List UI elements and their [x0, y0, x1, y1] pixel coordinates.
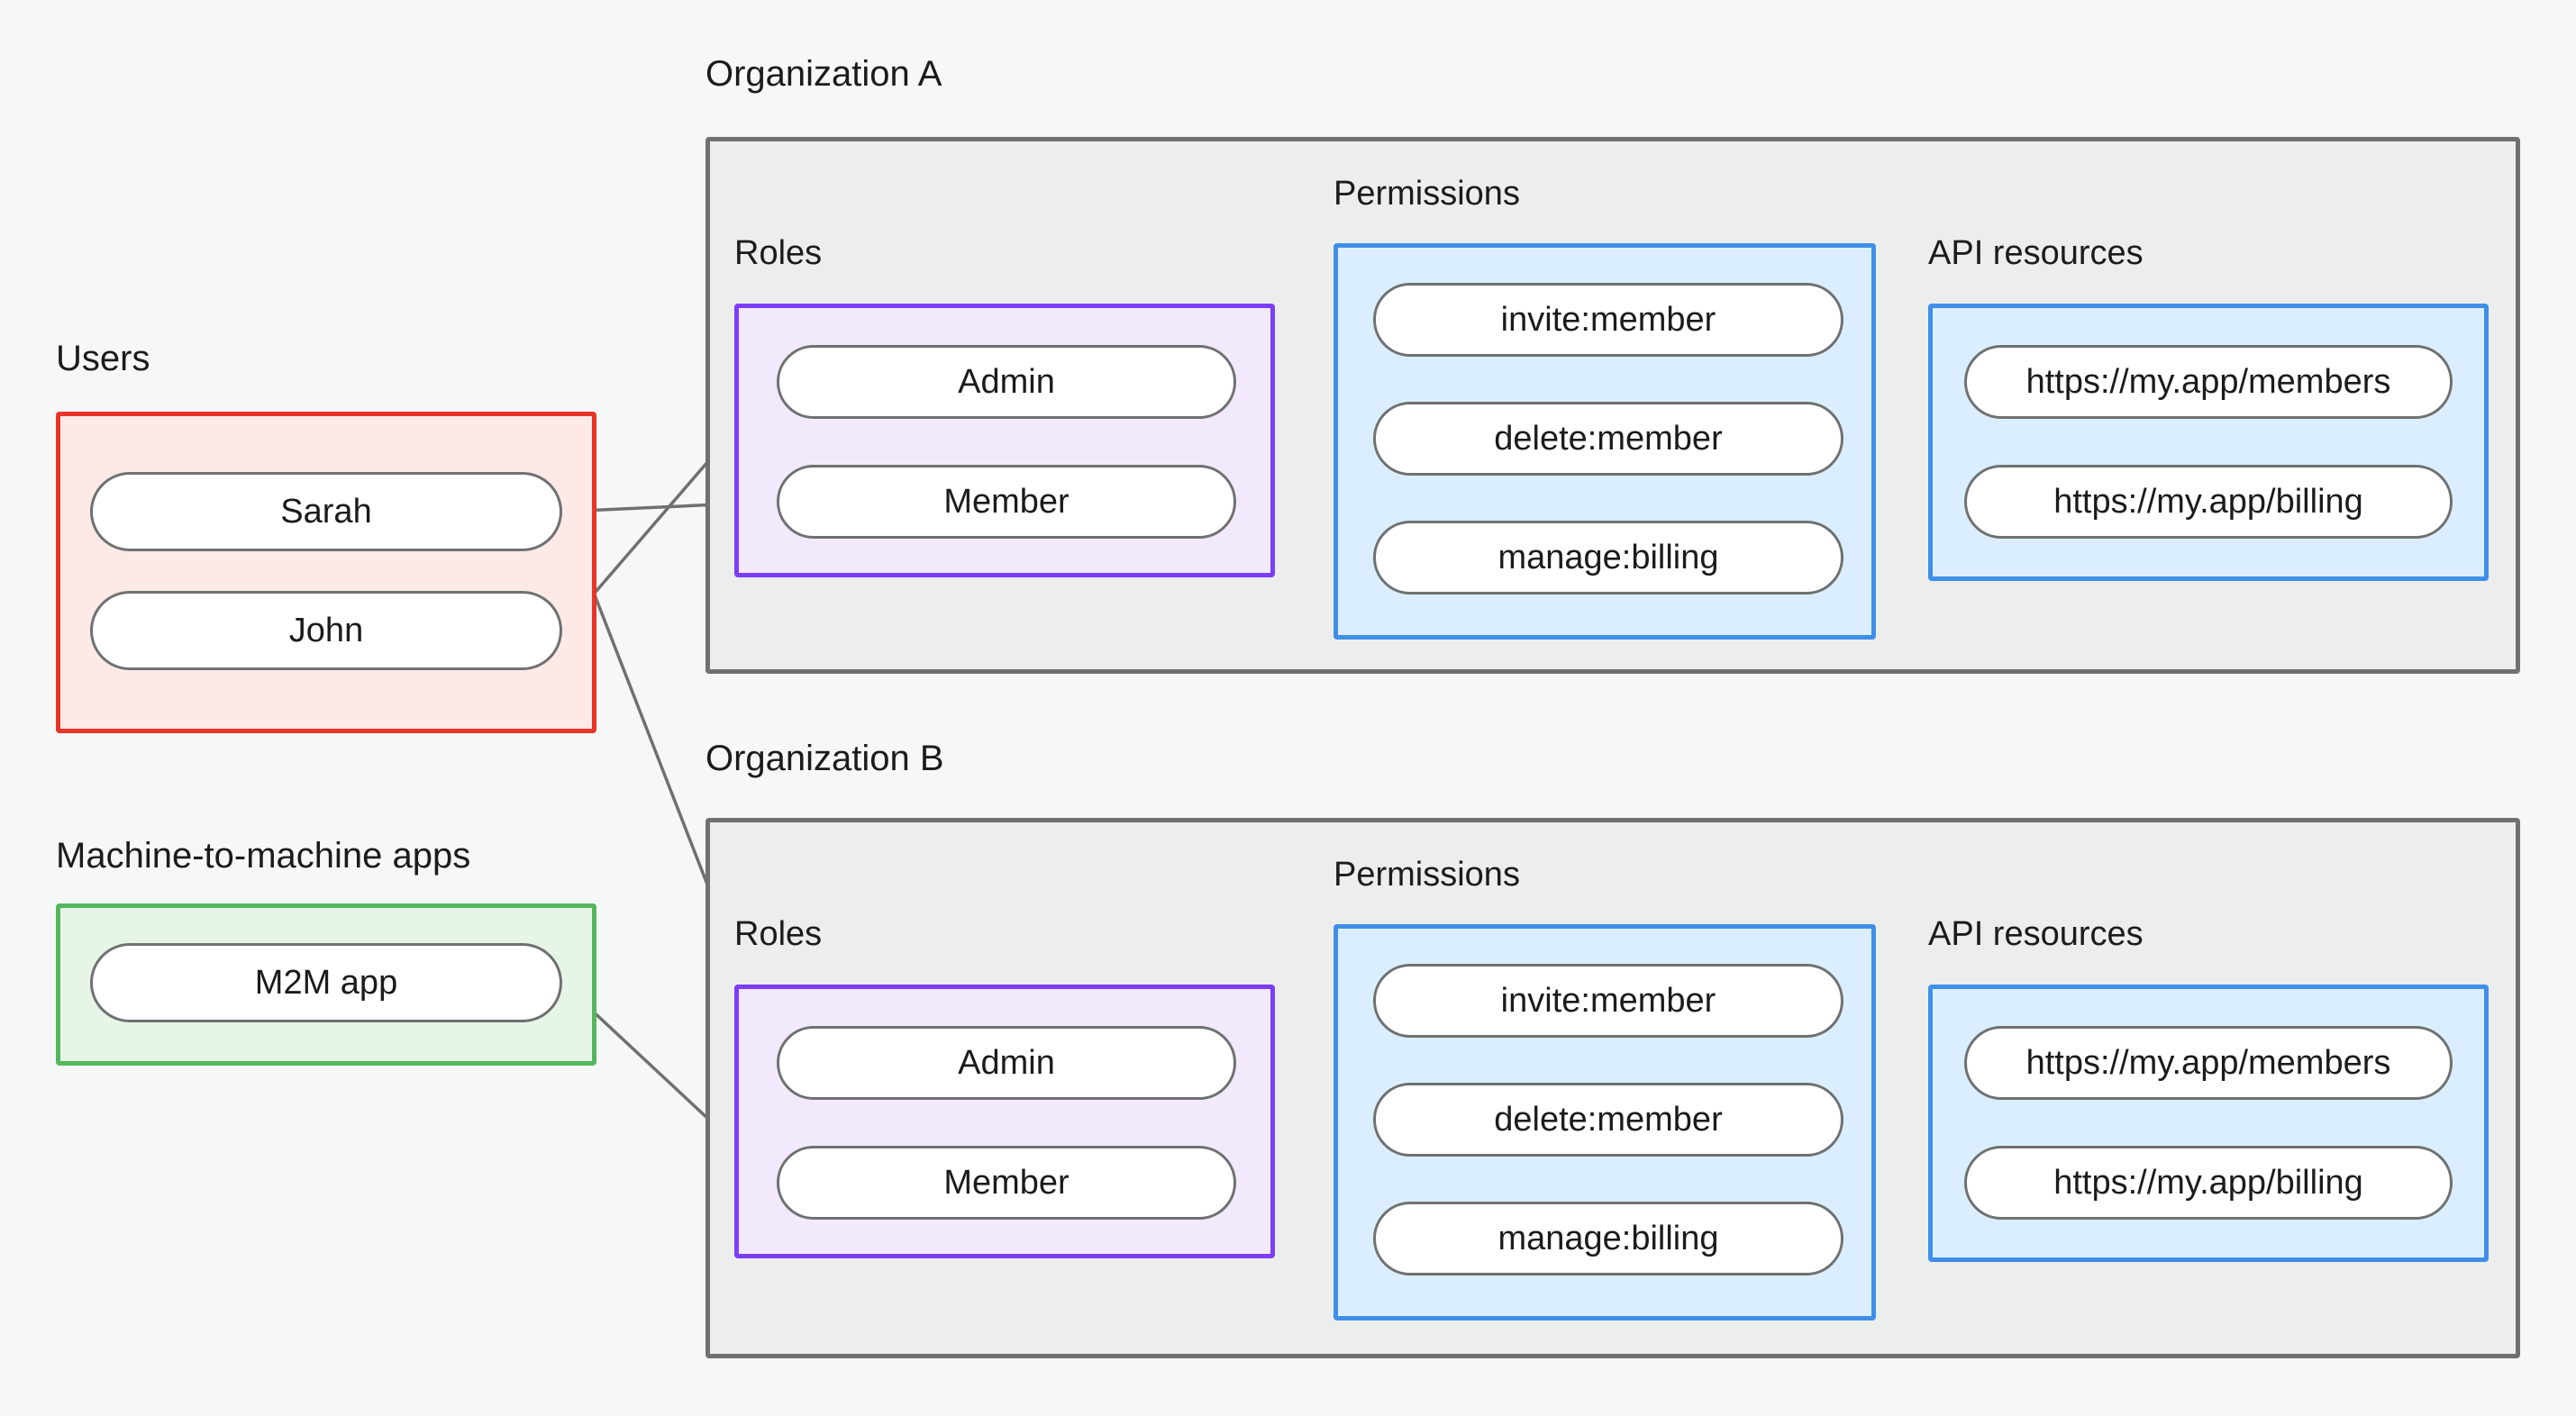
org-b-title: Organization B: [705, 739, 944, 778]
org-a-permission-delete-member[interactable]: delete:member: [1373, 402, 1843, 476]
org-a-api-resource-members[interactable]: https://my.app/members: [1964, 345, 2453, 419]
org-b-role-admin[interactable]: Admin: [777, 1026, 1236, 1100]
m2m-caption: Machine-to-machine apps: [56, 836, 471, 876]
org-b-api-resource-billing[interactable]: https://my.app/billing: [1964, 1146, 2453, 1220]
user-node-sarah[interactable]: Sarah: [90, 472, 562, 551]
org-b-permission-manage-billing[interactable]: manage:billing: [1373, 1202, 1843, 1275]
org-b-roles-caption: Roles: [734, 915, 823, 953]
org-a-role-admin[interactable]: Admin: [777, 345, 1236, 419]
org-a-api-resources-caption: API resources: [1928, 234, 2144, 272]
org-b-api-resources-caption: API resources: [1928, 915, 2144, 953]
org-b-role-member[interactable]: Member: [777, 1146, 1236, 1220]
org-a-permission-manage-billing[interactable]: manage:billing: [1373, 521, 1843, 595]
org-a-roles-caption: Roles: [734, 234, 823, 272]
org-a-permission-invite-member[interactable]: invite:member: [1373, 283, 1843, 357]
org-b-permission-invite-member[interactable]: invite:member: [1373, 964, 1843, 1038]
org-a-permissions-caption: Permissions: [1334, 175, 1520, 213]
m2m-node-app[interactable]: M2M app: [90, 943, 562, 1022]
org-b-api-resource-members[interactable]: https://my.app/members: [1964, 1026, 2453, 1100]
org-b-permission-delete-member[interactable]: delete:member: [1373, 1083, 1843, 1157]
users-group-box: [56, 412, 596, 733]
org-b-permissions-caption: Permissions: [1334, 856, 1520, 894]
org-a-api-resource-billing[interactable]: https://my.app/billing: [1964, 465, 2453, 539]
org-a-title: Organization A: [705, 54, 942, 94]
org-a-role-member[interactable]: Member: [777, 465, 1236, 539]
user-node-john[interactable]: John: [90, 591, 562, 670]
users-caption: Users: [56, 339, 150, 378]
